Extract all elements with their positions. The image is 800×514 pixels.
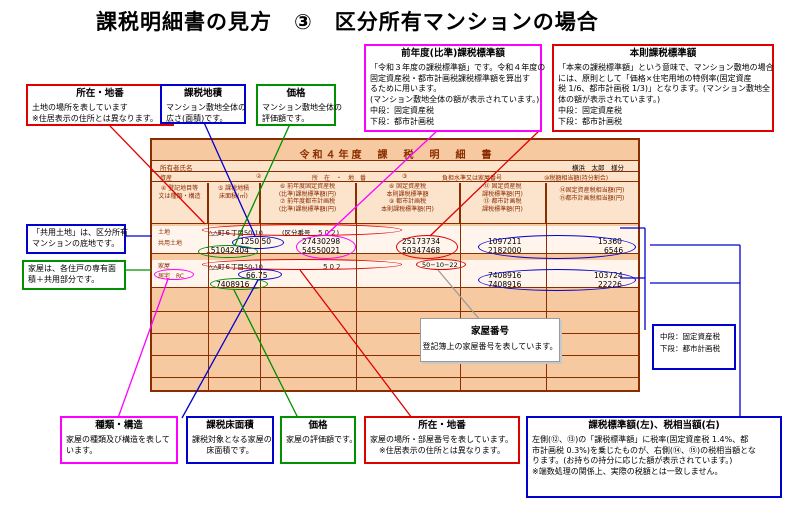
callout-location-house: 所在・地番 家屋の場所・部屋番号を表しています。 ※住居表示の住所とは異なります… xyxy=(364,416,520,464)
standard-oval xyxy=(396,235,458,259)
house-tax-oval xyxy=(478,269,636,291)
callout-price-house: 価格 家屋の評価額です。 xyxy=(280,416,357,464)
callout-house-number: 家屋番号 登記簿上の家屋番号を表しています。 xyxy=(420,318,560,362)
callout-standard: 本則課税標準額 「本来の課税標準額」という意味で、マンション敷地の場合 には、原… xyxy=(552,44,774,132)
header-area: ⑤ 課税地積 床面積(㎡) xyxy=(208,183,260,223)
column-divider xyxy=(208,183,209,390)
callout-tax-amount: 課税標準額(左)、税相当額(右) 左側(⑫、⑬)の「課税標準額」に税率(固定資産… xyxy=(526,416,782,498)
tax-statement-sheet: 令和４年度 課 税 明 細 書 所有者氏名 横浜 太郎 様分 資産 ② 所 在 … xyxy=(150,138,640,392)
owner-name: 横浜 太郎 様分 xyxy=(572,164,624,172)
land-price-oval xyxy=(198,245,258,258)
callout-shared-land: 「共用土地」は、区分所有 マンションの底地です。 xyxy=(26,224,128,254)
callout-land-area: 課税地積 マンション敷地全体の 広さ(面積)です。 xyxy=(160,84,246,124)
callout-price-land: 価格 マンション敷地全体の 評価額です。 xyxy=(256,84,342,126)
land-tax-oval xyxy=(478,235,636,259)
owner-label: 所有者氏名 xyxy=(160,164,193,172)
header-standard: ⑧ 固定資産税 本則課税標準額 ⑨ 都市計画税 本則課税標準額(円) xyxy=(356,183,460,223)
callout-structure: 種類・構造 家屋の種類及び構造を表して います。 xyxy=(60,416,178,464)
callout-house-area-note: 家屋は、各住戸の専有面 積＋共用部分です。 xyxy=(22,260,126,290)
header-tax-amount: ⑭固定資産税相当額(円) ⑮都市計画税相当額(円) xyxy=(559,187,625,202)
land-location-oval xyxy=(202,224,402,236)
sheet-title: 令和４年度 課 税 明 細 書 xyxy=(299,150,495,161)
callout-prev-standard: 前年度(比準)課税標準額 「令和３年度の課税標準額」です。令和４年度の 固定資産… xyxy=(364,44,545,132)
table-header: 資産 ② 所 在 ・ 地 番 ③ 負担水準又は家屋番号 ⑩税額相当額(持分割合)… xyxy=(152,172,638,224)
column-divider xyxy=(356,183,357,390)
header-top-row: 資産 ② 所 在 ・ 地 番 ③ 負担水準又は家屋番号 ⑩税額相当額(持分割合) xyxy=(152,172,638,182)
empty-row xyxy=(152,334,638,356)
house-number-oval xyxy=(416,259,466,270)
owner-row: 所有者氏名 横浜 太郎 様分 xyxy=(152,160,638,172)
callout-legend: 中段：固定資産税 下段：都市計画税 xyxy=(652,324,736,370)
empty-row xyxy=(152,290,638,312)
house-location-oval xyxy=(202,259,402,270)
callout-floor-area: 課税床面積 課税対象となる家屋の 床面積です。 xyxy=(186,416,274,464)
header-tax-standard: ⑫ 固定資産税 課税標準額(円) ⑬ 都市計画税 課税標準額(円) xyxy=(460,183,546,223)
empty-row xyxy=(152,356,638,378)
page-title: 課税明細書の見方 ③ 区分所有マンションの場合 xyxy=(96,10,599,34)
prev-standard-oval xyxy=(296,235,356,259)
callout-location-land: 所在・地番 土地の場所を表しています ※住居表示の住所とは異なります。 xyxy=(26,84,174,126)
house-structure-oval xyxy=(154,269,194,280)
header-prev-standard: ⑥ 前年度固定資産税 (比準)課税標準額(円) ⑦ 前年度都市計画税 (比準)課… xyxy=(260,183,356,223)
header-type: ④ 登記地目等 文は種類・構造 xyxy=(152,183,208,223)
house-price-oval xyxy=(210,278,268,290)
empty-row xyxy=(152,312,638,334)
